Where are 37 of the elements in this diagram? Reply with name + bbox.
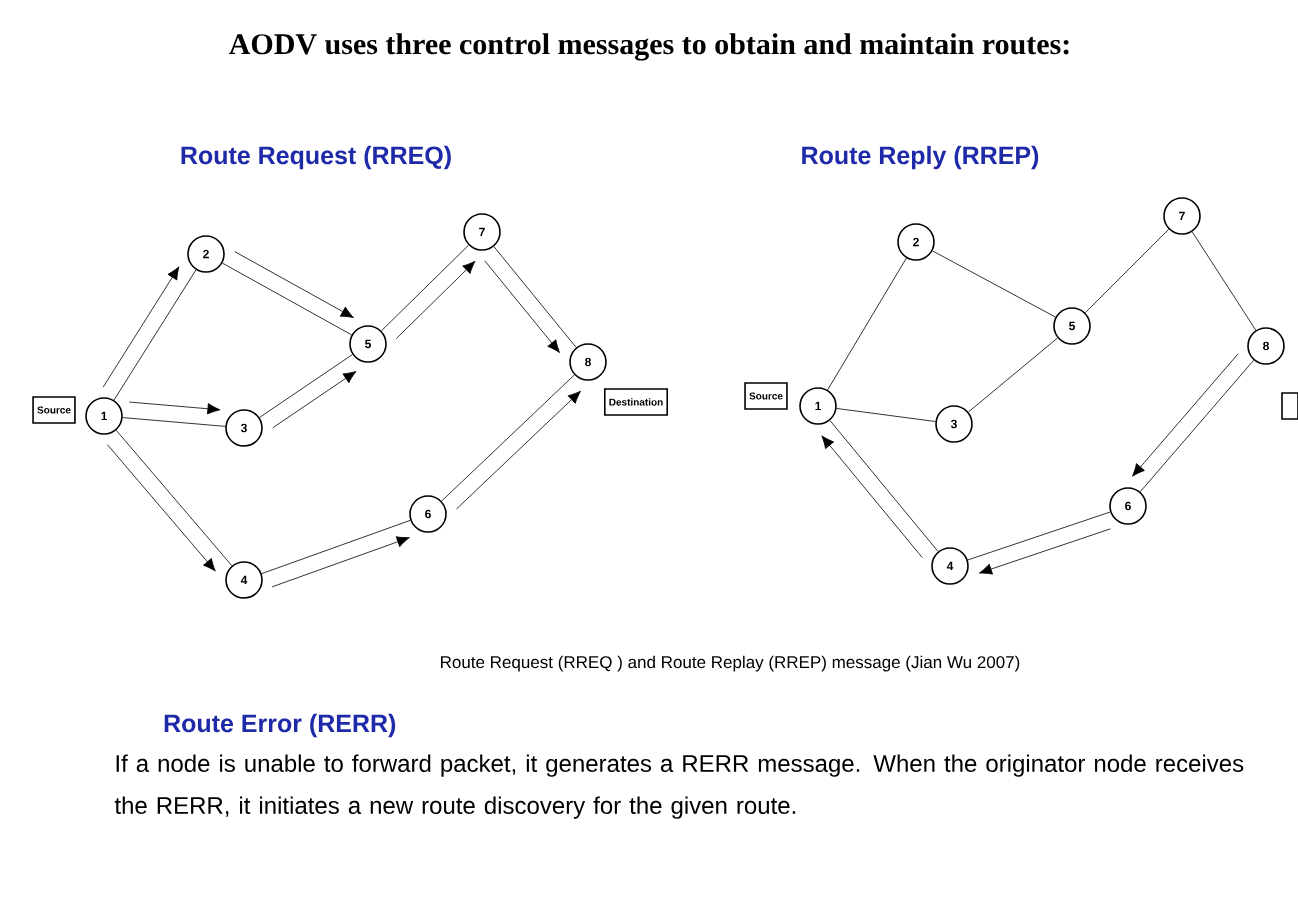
paragraph: If a node is unable to forward packet, it generates a RERR message. When the originator node receives the RERR, it initiates a new route discovery for the given route. (114, 754, 1244, 819)
caption: Route Request (RREQ ) and Route Replay (RREP) message (Jian Wu 2007) (441, 655, 1020, 672)
heading: Route Request (RREQ) (181, 145, 451, 170)
link-line (261, 519, 411, 575)
link-line (1139, 359, 1255, 493)
arrow (821, 435, 923, 558)
link-line (1084, 228, 1170, 314)
arrow (106, 444, 216, 572)
link-line (122, 417, 226, 427)
link-line (493, 246, 577, 348)
link-line (827, 257, 907, 391)
link-line (113, 269, 197, 401)
arrow (128, 401, 221, 415)
heading: Route Error (RERR) (164, 713, 396, 738)
link-line (932, 250, 1056, 318)
link-line (222, 262, 352, 336)
link-line (441, 374, 575, 502)
arrow (456, 390, 581, 510)
link-line (968, 337, 1058, 413)
link-line (115, 429, 233, 567)
link-line (967, 511, 1111, 561)
link-line (259, 354, 353, 418)
link-line (836, 408, 936, 422)
destination-box (1281, 392, 1298, 420)
heading: Route Reply (RREP) (802, 145, 1039, 170)
title: AODV uses three control messages to obtain and maintain routes: (229, 33, 1069, 61)
arrow (271, 536, 410, 588)
arrow (1132, 353, 1239, 477)
arrow (395, 260, 476, 339)
arrow (102, 266, 180, 388)
arrow (234, 251, 354, 318)
arrow (978, 528, 1111, 575)
link-line (829, 420, 939, 552)
arrow (272, 371, 357, 429)
link-line (381, 244, 469, 332)
arrow (484, 260, 560, 353)
link-line (1191, 231, 1257, 331)
